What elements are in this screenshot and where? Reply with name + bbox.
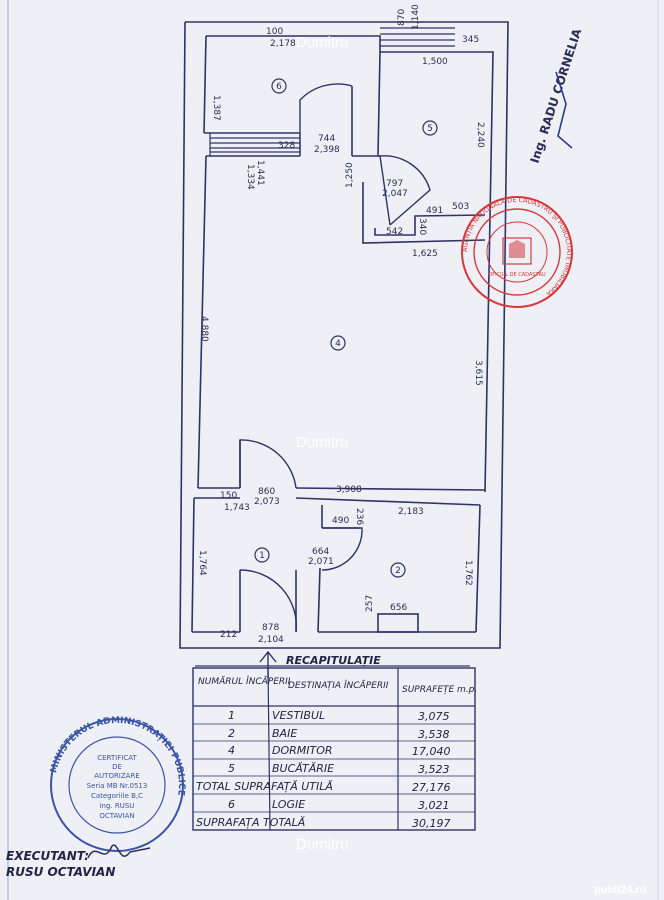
table-cell-nr: 4 [228, 744, 235, 757]
dim-label: 340 [417, 218, 427, 235]
room-marker-1 [254, 547, 270, 563]
dim-label: 1,387 [211, 95, 221, 121]
dim-label: 4,880 [199, 316, 209, 342]
dim-label: 1,441 [255, 160, 265, 186]
stamp-line: Seria MB Nr.0513 [87, 782, 148, 790]
dim-label: 860 [258, 487, 275, 497]
dim-label: 1,625 [412, 249, 438, 259]
dim-label: 656 [390, 603, 407, 613]
table-cell-dest: DORMITOR [272, 744, 333, 757]
executant-label: EXECUTANT: [6, 849, 89, 863]
table-cell-sup: 3,538 [418, 728, 450, 741]
table-header-sup: SUPRAFEȚE m.p. [402, 685, 477, 695]
dim-label: 664 [312, 547, 329, 557]
table-header-dest: DESTINAȚIA ÎNCĂPERII [288, 679, 389, 691]
dim-label: 3,908 [336, 485, 362, 495]
cadastre-stamp-inner: OFICIUL DE CADASTRU [488, 272, 546, 278]
stamp-line: AUTORIZARE [94, 772, 140, 780]
stamp-line: Categoriile B,C [91, 792, 143, 800]
dim-label: 1,500 [422, 57, 448, 67]
executant-signature [87, 844, 151, 859]
dim-label: 100 [266, 27, 283, 37]
dim-label: 212 [220, 630, 237, 640]
executant-block: EXECUTANT: RUSU OCTAVIAN [6, 849, 115, 879]
dim-label: 870 [397, 9, 407, 26]
table-cell-nr: 1 [228, 709, 235, 722]
table-cell-sup: 3,523 [418, 763, 450, 776]
table-cell-sup: 27,176 [412, 781, 451, 794]
watermark: Dumitru [296, 836, 349, 853]
room-label-5: 5 [427, 124, 433, 134]
table-cell-nr: 2 [228, 727, 235, 740]
dim-label: 1,764 [197, 550, 207, 576]
table-cell-dest: BAIE [272, 727, 297, 740]
stamp-line: ing. RUSU [100, 802, 135, 810]
dim-label: 257 [365, 595, 375, 612]
table-cell-sup: 3,021 [418, 799, 450, 812]
dim-label: 503 [452, 202, 469, 212]
floor-plan-walls [179, 21, 509, 649]
stamp-line: CERTIFICAT [97, 754, 137, 762]
room-marker-4 [330, 335, 346, 351]
dim-label: 797 [386, 179, 403, 189]
dim-label: 236 [354, 508, 364, 525]
dim-label: 1,140 [411, 4, 421, 30]
table-header-nr: NUMĂRUL ÎNCĂPERII [198, 675, 291, 687]
table-cell-dest: BUCĂTĂRIE [272, 762, 334, 775]
dim-label: 1,762 [463, 560, 473, 586]
dim-label: 3,615 [473, 360, 483, 386]
table-cell-sup: 3,075 [418, 710, 450, 723]
site-badge: publi24.ro [594, 884, 647, 896]
dim-label: 2,398 [314, 145, 340, 155]
table-cell-nr: 6 [228, 798, 235, 811]
room-label-2: 2 [395, 566, 401, 576]
executant-name: RUSU OCTAVIAN [6, 865, 115, 879]
dim-label: 878 [262, 623, 279, 633]
room-label-6: 6 [276, 82, 282, 92]
table-cell-dest: LOGIE [272, 798, 305, 811]
dim-label: 490 [332, 516, 349, 526]
table-cell-dest: TOTAL SUPRAFAȚĂ UTILĂ [196, 780, 333, 793]
stamp-line: OCTAVIAN [99, 812, 134, 820]
dim-label: 1,250 [345, 162, 355, 188]
dim-label: 1,743 [224, 503, 250, 513]
door-swings [239, 83, 431, 633]
dim-label: 328 [278, 141, 295, 151]
table-cell-dest: VESTIBUL [272, 709, 325, 722]
room-label-1: 1 [259, 551, 265, 561]
room-marker-5 [422, 120, 438, 136]
dim-label: 491 [426, 206, 443, 216]
dim-label: 150 [220, 491, 237, 501]
dim-label: 2,104 [258, 635, 284, 645]
table-title: RECAPITULAȚIE [286, 654, 381, 667]
dim-label: 542 [386, 227, 403, 237]
table-cell-sup: 17,040 [412, 745, 451, 758]
dim-label: 2,183 [398, 507, 424, 517]
watermark: Dumitru [296, 434, 349, 451]
table-cell-nr: 5 [228, 762, 235, 775]
dim-label: 2,178 [270, 39, 296, 49]
dim-label: 1,334 [245, 164, 255, 190]
table-cell-sup: 30,197 [412, 817, 451, 830]
room-label-4: 4 [335, 339, 341, 349]
room-marker-6 [271, 78, 287, 94]
dim-label: 2,071 [308, 557, 334, 567]
dim-label: 2,073 [254, 497, 280, 507]
dim-label: 345 [462, 35, 479, 45]
watermark: Dumitru [296, 34, 349, 51]
summary-table: RECAPITULAȚIE NUMĂRUL ÎNCĂPERII DESTINAȚ… [192, 654, 477, 831]
room-marker-2 [390, 562, 406, 578]
table-cell-dest: SUPRAFAȚA TOTALĂ [196, 816, 305, 829]
dim-label: 2,240 [475, 122, 485, 148]
engineer-signature [555, 71, 573, 149]
dim-label: 744 [318, 134, 335, 144]
dim-label: 2,047 [382, 189, 408, 199]
stamp-line: DE [112, 763, 122, 771]
